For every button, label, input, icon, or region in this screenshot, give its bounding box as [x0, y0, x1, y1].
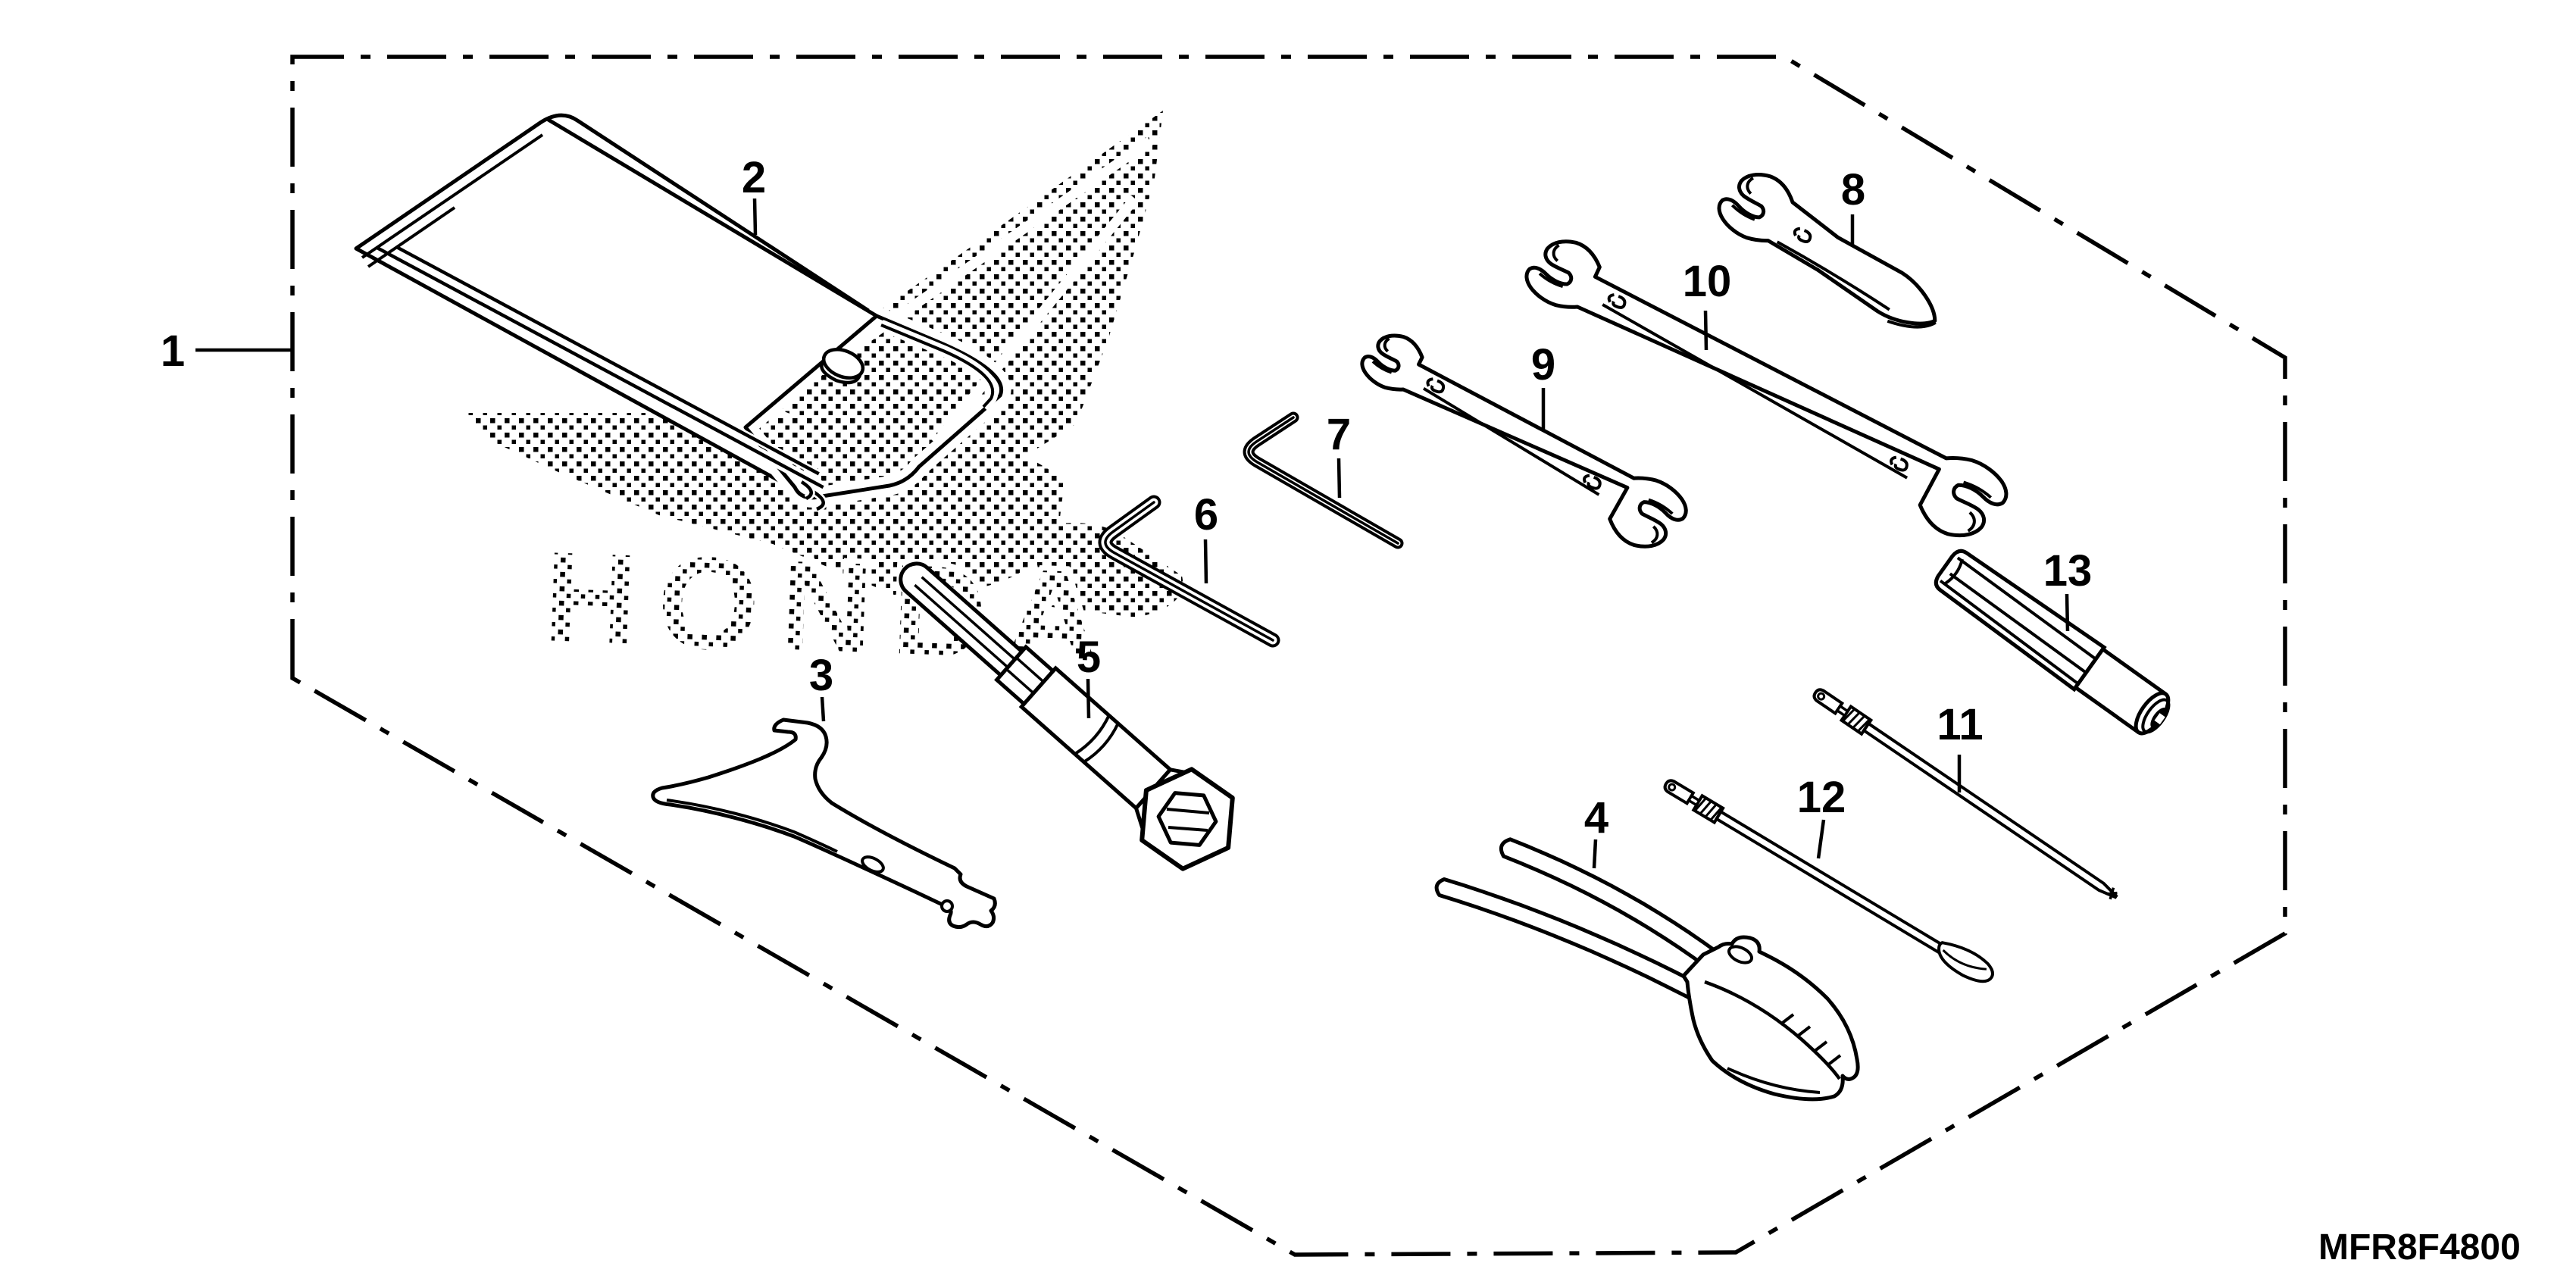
svg-text:MFR8F4800: MFR8F4800 [2318, 1227, 2521, 1268]
svg-text:8: 8 [1841, 165, 1865, 214]
svg-text:10: 10 [1683, 257, 1732, 306]
svg-text:4: 4 [1584, 793, 1608, 843]
svg-text:11: 11 [1937, 700, 1983, 749]
svg-text:3: 3 [809, 651, 833, 700]
svg-text:13: 13 [2043, 546, 2093, 596]
svg-text:1: 1 [161, 327, 185, 376]
svg-text:2: 2 [742, 153, 766, 202]
svg-text:6: 6 [1194, 490, 1218, 539]
svg-text:5: 5 [1077, 633, 1101, 682]
svg-text:HONDA: HONDA [542, 524, 1122, 692]
svg-text:12: 12 [1797, 773, 1846, 822]
svg-text:7: 7 [1327, 410, 1351, 459]
svg-text:9: 9 [1531, 340, 1555, 389]
